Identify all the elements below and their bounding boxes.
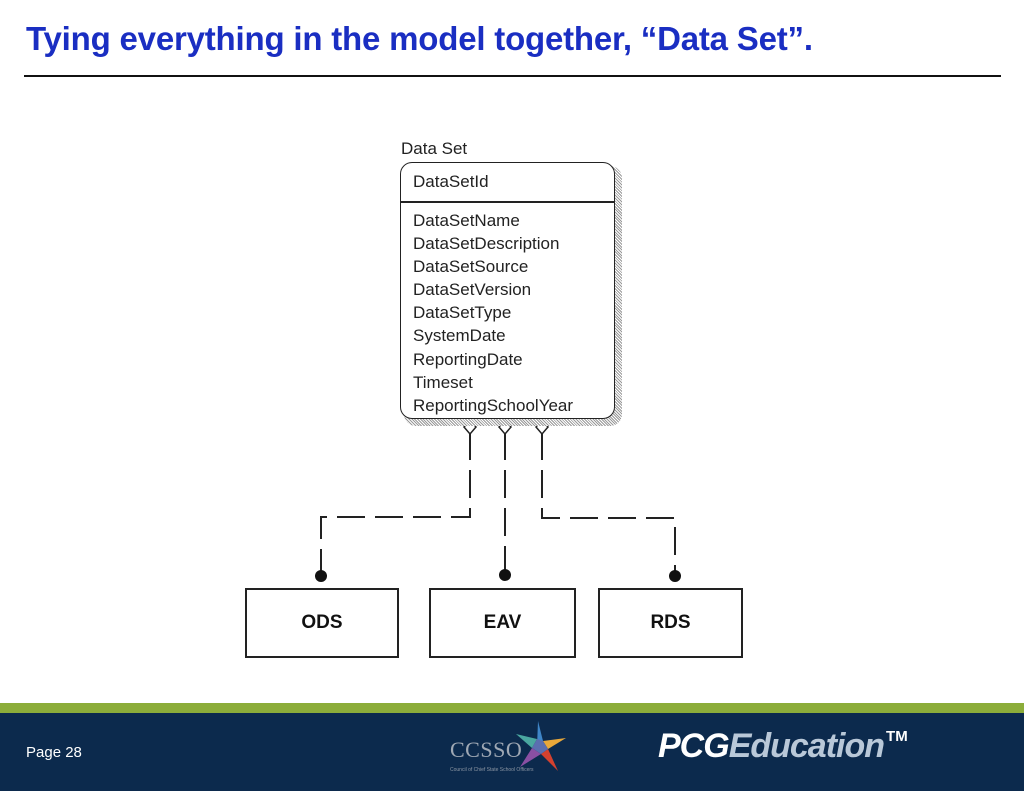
entity-attribute: DataSetDescription xyxy=(413,234,560,254)
footer-bar: Page 28 CCSSO Council of Chief State Sch… xyxy=(0,713,1024,791)
entity-name: Data Set xyxy=(401,139,468,158)
ccsso-logo: CCSSO Council of Chief State School Offi… xyxy=(448,715,578,785)
ccsso-logo-tagline: Council of Chief State School Officers xyxy=(450,767,534,773)
rds-box: RDS xyxy=(598,588,743,658)
entity-attribute: DataSetSource xyxy=(413,257,529,277)
slide-title: Tying everything in the model together, … xyxy=(26,20,813,57)
pcg-logo-product: Education xyxy=(728,727,885,765)
cardinality-dot-ods xyxy=(315,570,327,582)
page-number: Page 28 xyxy=(26,744,82,761)
entity-attribute: SystemDate xyxy=(413,326,506,346)
title-divider xyxy=(24,75,1001,77)
cardinality-dot-eav xyxy=(499,569,511,581)
connector-rds xyxy=(541,432,676,575)
pcg-logo-brand: PCG xyxy=(658,727,730,765)
cardinality-dot-rds xyxy=(669,570,681,582)
ccsso-logo-text: CCSSO xyxy=(450,737,523,762)
star-icon xyxy=(516,721,566,771)
entity-attribute-list: DataSetName DataSetDescription DataSetSo… xyxy=(413,209,573,417)
data-set-entity: DataSetId DataSetName DataSetDescription… xyxy=(400,162,615,419)
footer-accent-stripe xyxy=(0,703,1024,713)
entity-key-attribute: DataSetId xyxy=(413,172,489,191)
entity-attribute: Timeset xyxy=(413,372,473,392)
entity-attribute: DataSetName xyxy=(413,211,520,230)
entity-attribute: DataSetVersion xyxy=(413,280,532,300)
connector-ods xyxy=(320,432,471,575)
entity-attribute: ReportingSchoolYear xyxy=(413,395,574,415)
eav-box: EAV xyxy=(429,588,576,658)
entity-attribute: ReportingDate xyxy=(413,349,523,369)
trademark-mark: TM xyxy=(886,728,908,745)
ods-box: ODS xyxy=(245,588,399,658)
entity-attribute: DataSetType xyxy=(413,303,512,323)
entity-divider xyxy=(401,201,614,203)
